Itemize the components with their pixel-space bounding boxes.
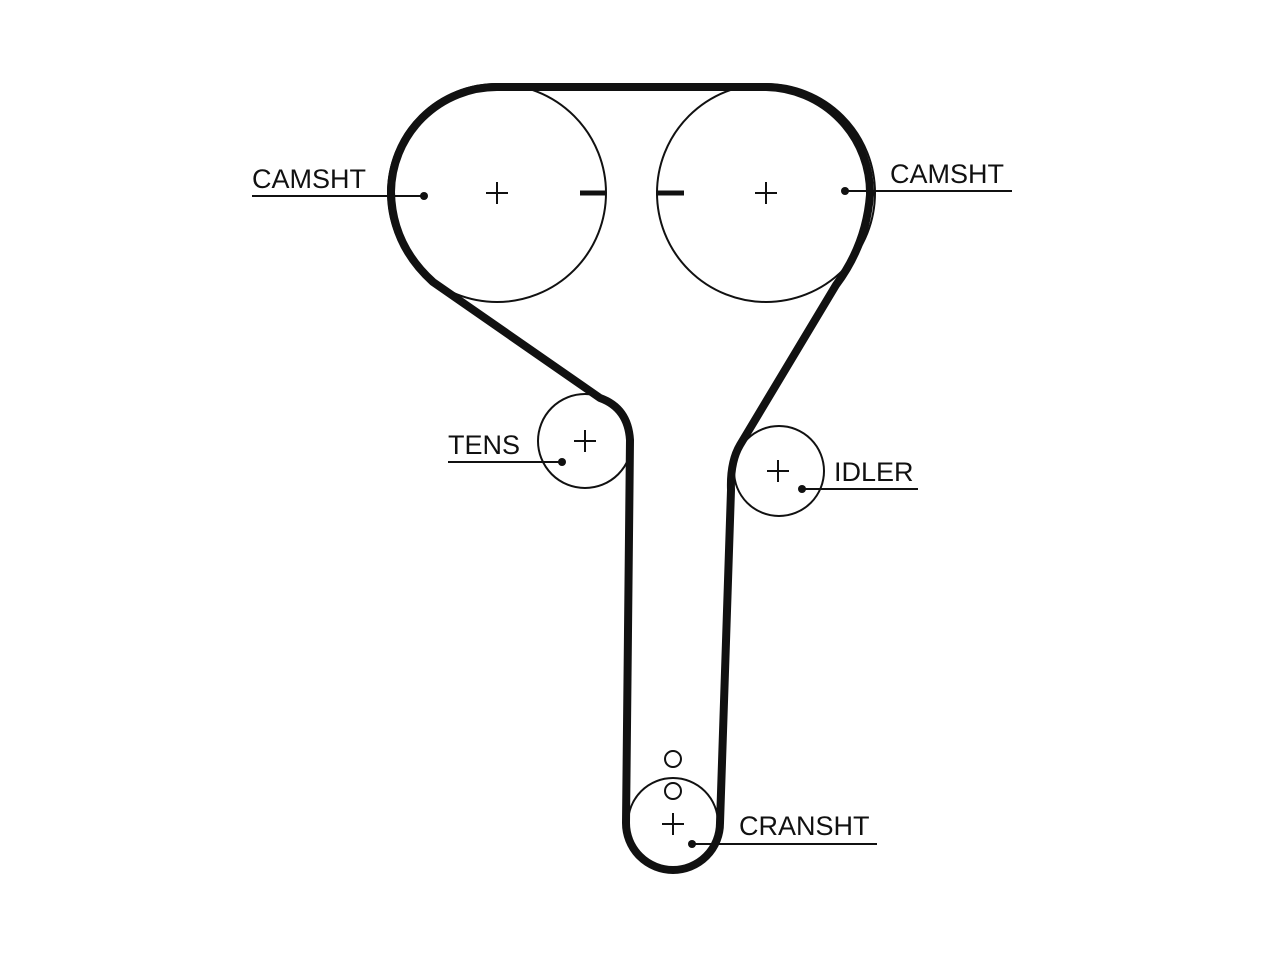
- crankshaft-timing-ring-upper-icon: [664, 750, 682, 768]
- camshaft-right-label: CAMSHT: [890, 159, 1004, 189]
- crankshaft-leader: [688, 840, 877, 848]
- tensioner-label: TENS: [448, 430, 520, 460]
- idler-label: IDLER: [834, 457, 914, 487]
- camshaft-right-leader: [841, 187, 1012, 195]
- crankshaft-label: CRANSHT: [739, 811, 870, 841]
- timing-belt: [387, 83, 875, 874]
- idler-leader: [798, 485, 918, 493]
- camshaft-right-center-icon: [755, 182, 777, 204]
- tensioner-center-icon: [574, 430, 596, 452]
- crankshaft-timing-ring-lower-icon: [664, 782, 682, 800]
- tensioner-leader: [448, 458, 566, 466]
- camshaft-left-center-icon: [486, 182, 508, 204]
- idler-center-icon: [767, 460, 789, 482]
- camshaft-left-leader: [252, 192, 428, 200]
- crankshaft-center-icon: [662, 813, 684, 835]
- camshaft-left-label: CAMSHT: [252, 164, 366, 194]
